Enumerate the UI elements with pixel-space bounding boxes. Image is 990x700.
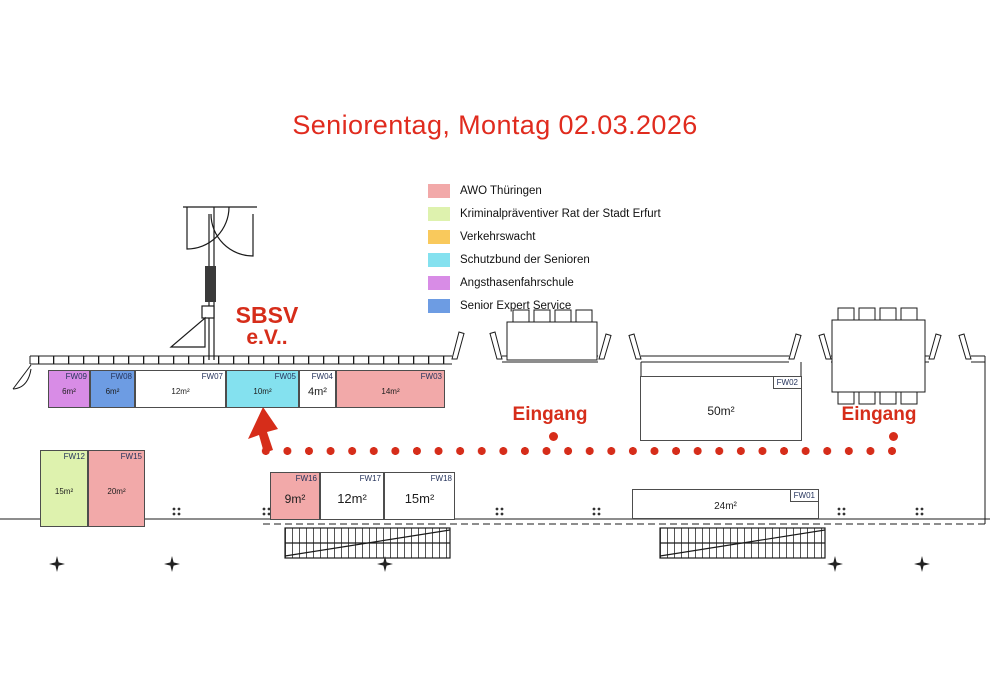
booth-id: FW07 <box>201 372 223 381</box>
legend-label: Verkehrswacht <box>460 230 536 243</box>
booth-FW01: FW01 24m² <box>632 489 819 519</box>
legend-item: Kriminalpräventiver Rat der Stadt Erfurt <box>428 206 661 221</box>
legend-label: Senior Expert Service <box>460 299 572 312</box>
booth-FW09: FW09 6m² <box>48 370 90 408</box>
door-leaves <box>451 331 972 360</box>
legend-label: Angsthasenfahrschule <box>460 276 574 289</box>
booth-id: FW17 <box>359 474 381 483</box>
entrance-label-left: Eingang <box>512 404 588 425</box>
legend-swatch <box>428 183 450 198</box>
booth-area: 10m² <box>253 387 272 396</box>
booth-id: FW18 <box>430 474 452 483</box>
legend-item: AWO Thüringen <box>428 183 661 198</box>
table-left <box>506 309 598 361</box>
booth-FW12: FW12 15m² <box>40 450 88 527</box>
section-markers <box>172 507 924 516</box>
route-dotted-line <box>255 446 905 456</box>
booth-area: 15m² <box>404 491 435 506</box>
booth-area: 6m² <box>62 387 76 396</box>
booth-id: FW05 <box>274 372 296 381</box>
booth-area: 14m² <box>381 387 400 396</box>
booth-id: FW08 <box>110 372 132 381</box>
legend-item: Angsthasenfahrschule <box>428 275 661 290</box>
legend-label: Kriminalpräventiver Rat der Stadt Erfurt <box>460 207 661 220</box>
booth-FW04: FW04 4m² <box>299 370 336 408</box>
booth-FW03: FW03 14m² <box>336 370 445 408</box>
sbsv-annotation: SBSV e.V.. <box>222 303 312 349</box>
booth-FW02: FW02 50m² <box>640 376 802 441</box>
legend-swatch <box>428 206 450 221</box>
page-title: Seniorentag, Montag 02.03.2026 <box>292 110 698 140</box>
legend-label: Schutzbund der Senioren <box>460 253 590 266</box>
booth-id: FW16 <box>295 474 317 483</box>
sbsv-line1: SBSV <box>235 302 299 328</box>
legend-swatch <box>428 275 450 290</box>
booth-id: FW02 <box>772 376 802 389</box>
booth-area: 15m² <box>54 486 74 496</box>
booth-area: 50m² <box>707 404 735 418</box>
booth-FW17: FW17 12m² <box>320 472 384 520</box>
legend-item: Verkehrswacht <box>428 229 661 244</box>
main-wall <box>29 355 986 524</box>
stairs-left <box>284 527 451 559</box>
booth-id: FW03 <box>420 372 442 381</box>
survey-star-icons <box>49 556 930 572</box>
booth-area: 20m² <box>107 486 126 496</box>
booth-area: 4m² <box>308 385 327 398</box>
booth-FW05: FW05 10m² <box>226 370 299 408</box>
booth-area: 6m² <box>105 387 120 396</box>
stairs-right <box>659 527 826 559</box>
table-right <box>831 307 926 405</box>
booth-area: 12m² <box>337 491 367 506</box>
legend-swatch <box>428 252 450 267</box>
booth-FW08: FW08 6m² <box>90 370 135 408</box>
left-edge-door <box>12 364 32 390</box>
booth-id: FW01 <box>789 489 819 502</box>
booth-area: 24m² <box>714 501 737 512</box>
legend-swatch <box>428 229 450 244</box>
legend: AWO Thüringen Kriminalpräventiver Rat de… <box>428 183 661 321</box>
entrance-label-right: Eingang <box>841 404 917 425</box>
legend-item: Senior Expert Service <box>428 298 661 313</box>
entrance-dot-left <box>549 432 558 441</box>
booth-id: FW12 <box>63 452 85 461</box>
legend-label: AWO Thüringen <box>460 184 542 197</box>
legend-item: Schutzbund der Senioren <box>428 252 661 267</box>
booth-FW07: FW07 12m² <box>135 370 226 408</box>
booth-FW15: FW15 20m² <box>88 450 145 527</box>
booth-area: 12m² <box>171 387 190 396</box>
sbsv-line2: e.V.. <box>246 326 288 350</box>
legend-swatch <box>428 298 450 313</box>
booth-id: FW15 <box>120 452 142 461</box>
booth-id: FW04 <box>311 372 333 381</box>
booth-area: 9m² <box>284 491 306 506</box>
entrance-dot-right <box>889 432 898 441</box>
booth-FW16: FW16 9m² <box>270 472 320 520</box>
bottom-boundary <box>0 518 990 525</box>
booth-FW18: FW18 15m² <box>384 472 455 520</box>
vestibule <box>169 206 257 360</box>
booth-id: FW09 <box>65 372 87 381</box>
sbsv-arrow-icon <box>248 407 278 453</box>
